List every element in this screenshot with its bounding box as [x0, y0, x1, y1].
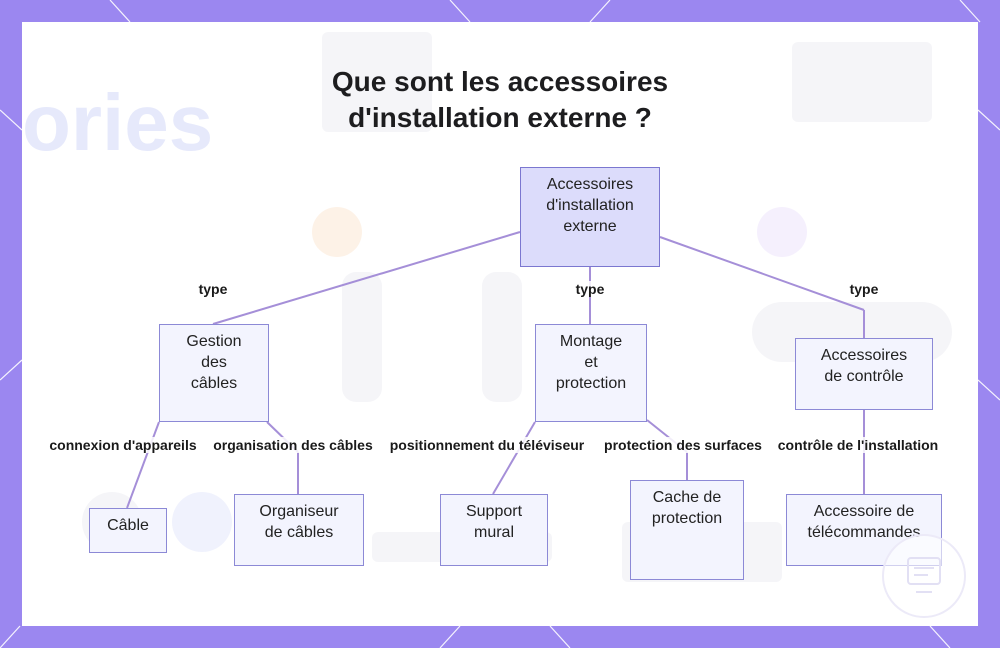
edge-label-surface-protection: protection des surfaces — [602, 437, 764, 453]
watermark-logo-icon — [907, 557, 941, 593]
root-node: Accessoires d'installation externe — [520, 167, 660, 267]
page-title: Que sont les accessoires d'installation … — [331, 66, 669, 133]
edge-label-tv-positioning: positionnement du téléviseur — [387, 437, 587, 453]
background-shape — [482, 272, 522, 402]
background-shape — [172, 492, 232, 552]
background-word: ories — [22, 78, 214, 167]
node-cable-management: Gestion des câbles — [159, 324, 269, 422]
watermark-logo — [882, 534, 966, 618]
node-cable: Câble — [89, 508, 167, 553]
node-cable-organizer: Organiseur de câbles — [234, 494, 364, 566]
edge-root-cable-mgmt — [212, 231, 521, 325]
background-shape — [322, 32, 432, 132]
node-control-accessories: Accessoires de contrôle — [795, 338, 933, 410]
background-shape — [312, 207, 362, 257]
edge-label-type: type — [847, 281, 881, 297]
edge-cable-mgmt-cable — [126, 421, 160, 509]
node-remote-accessory: Accessoire de télécommandes — [786, 494, 942, 566]
background-shape — [342, 272, 382, 402]
edge-root-control — [659, 236, 865, 311]
edge-label-installation-control: contrôle de l'installation — [775, 437, 941, 453]
background-shape — [792, 42, 932, 122]
node-wall-mount: Support mural — [440, 494, 548, 566]
diagram-card: ories Que sont les accessoires d'install… — [22, 22, 978, 626]
edge-label-type: type — [196, 281, 230, 297]
connector-lines — [126, 231, 865, 509]
edge-label-device-connection: connexion d'appareils — [47, 437, 199, 453]
edge-mounting-support — [492, 421, 536, 495]
edge-label-type: type — [573, 281, 607, 297]
edge-label-cable-organization: organisation des câbles — [211, 437, 375, 453]
node-mounting-protection: Montage et protection — [535, 324, 647, 422]
node-protection-cover: Cache de protection — [630, 480, 744, 580]
background-shape — [757, 207, 807, 257]
